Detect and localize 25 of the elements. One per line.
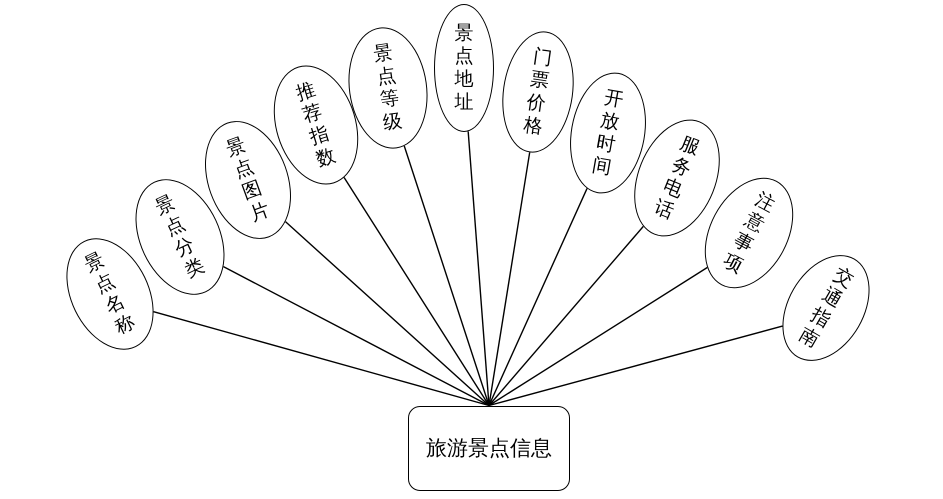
connector-line — [344, 177, 490, 406]
attribute-label: 开放时间 — [590, 86, 626, 180]
attribute-label: 景点图片 — [223, 134, 273, 226]
attribute-label: 门票价格 — [522, 46, 554, 138]
attribute-label: 服务电话 — [651, 132, 703, 224]
connector-line — [467, 131, 490, 406]
attribute-label: 景点等级 — [372, 42, 404, 134]
connector-line — [488, 266, 708, 406]
connector-line — [488, 152, 530, 406]
attribute-label: 交通指南 — [794, 264, 858, 352]
connector-line — [488, 188, 588, 406]
connector-line — [488, 325, 783, 406]
entity-label: 旅游景点信息 — [426, 435, 552, 462]
attribute-ellipse — [434, 4, 494, 132]
connector-line — [488, 226, 644, 406]
connector-line — [153, 311, 490, 406]
attribute-label: 注意事项 — [719, 188, 779, 278]
connector-line — [404, 146, 490, 406]
connector-line — [223, 266, 490, 406]
connector-line — [285, 221, 490, 406]
attribute-label: 推荐指数 — [294, 78, 338, 172]
attribute-label: 景点名称 — [81, 248, 139, 340]
attribute-label: 景点分类 — [152, 192, 208, 282]
attribute-label: 景点地址 — [454, 22, 474, 114]
entity-box — [408, 406, 570, 490]
